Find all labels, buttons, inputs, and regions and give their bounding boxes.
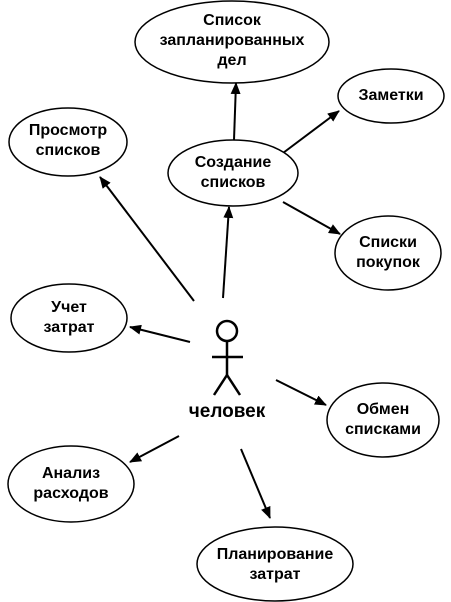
use-case-label-cost: Учет затрат [43,299,95,336]
use-case-analysis [7,445,135,523]
use-case-label-analysis: Анализ расходов [33,465,109,502]
arrow-actor-to-planning [240,448,271,519]
arrow-actor-to-analysis [129,435,180,463]
use-case-label-shopping: Списки покупок [356,234,420,271]
use-case-label-planned: Список запланированных дел [159,12,305,69]
use-case-label-planning: Планирование затрат [216,546,334,583]
actor-leg-left [212,374,229,396]
arrow-actor-to-view [99,176,195,302]
arrow-actor-to-create [222,206,234,299]
use-case-cost [10,283,128,353]
use-case-notes [337,68,445,124]
arrow-create-to-shopping [282,201,341,235]
use-case-view [8,107,128,177]
actor-leg-right [225,374,242,396]
use-case-share [326,382,440,458]
actor-label: человек [188,401,266,422]
use-case-label-create: Создание списков [194,154,272,191]
arrow-create-to-planned [230,82,241,141]
use-case-create [167,139,299,207]
actor-figure [212,319,243,396]
arrow-actor-to-cost [129,324,191,343]
use-case-label-share: Обмен списками [345,401,421,438]
use-case-planned [134,0,330,84]
nodes-layer [7,0,445,602]
edges-layer [99,82,341,519]
use-case-label-notes: Заметки [358,87,424,104]
use-case-label-view: Просмотр списков [28,122,108,159]
use-case-shopping [334,215,442,291]
actor-head [215,319,239,343]
arrow-create-to-notes [282,110,340,154]
use-case-planning [196,526,354,602]
arrow-actor-to-share [275,379,327,406]
